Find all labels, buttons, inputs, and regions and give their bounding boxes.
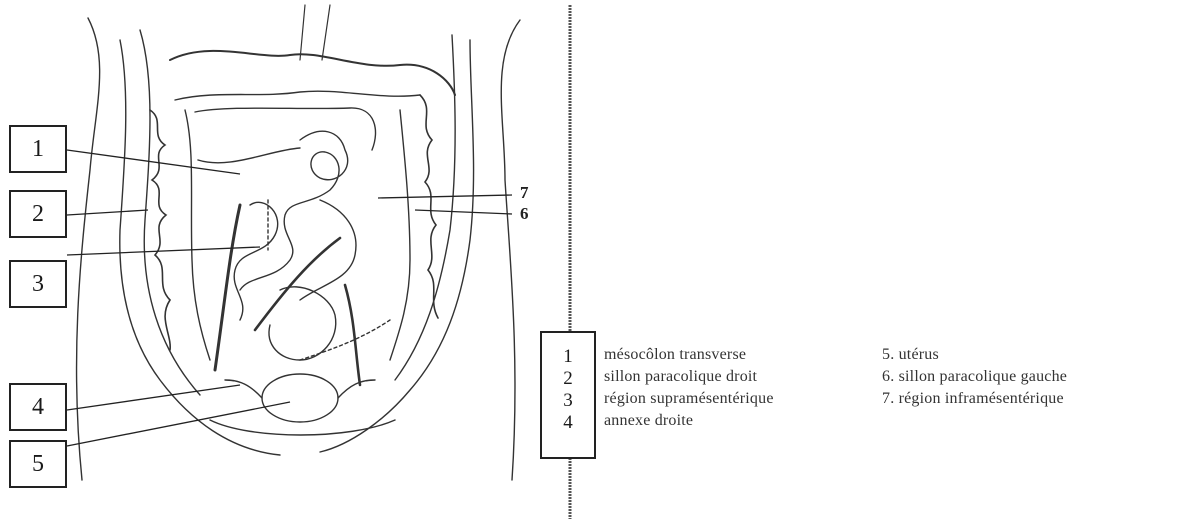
label-box-2: 2 — [9, 190, 67, 238]
legend-item: annexe droite — [604, 411, 693, 431]
legend-number: 4 — [542, 413, 594, 433]
label-box-text: 3 — [32, 271, 44, 298]
legend-number-box: 1 2 3 4 — [540, 331, 596, 459]
legend-number: 1 — [542, 347, 594, 367]
side-label-7: 7 — [520, 183, 529, 203]
legend-number: 3 — [542, 391, 594, 411]
label-box-5: 5 — [9, 440, 67, 488]
label-box-text: 4 — [32, 394, 44, 421]
body-outline — [77, 18, 100, 480]
label-box-text: 5 — [32, 451, 44, 478]
legend-item: 5. utérus — [882, 345, 939, 365]
label-box-text: 2 — [32, 201, 44, 228]
label-box-3: 3 — [9, 260, 67, 308]
label-box-4: 4 — [9, 383, 67, 431]
side-label-6: 6 — [520, 204, 529, 224]
label-box-text: 1 — [32, 136, 44, 163]
legend-item: 7. région inframésentérique — [882, 389, 1064, 409]
label-box-1: 1 — [9, 125, 67, 173]
legend-item: région supramésentérique — [604, 389, 774, 409]
legend-item: 6. sillon paracolique gauche — [882, 367, 1067, 387]
legend-item: mésocôlon transverse — [604, 345, 746, 365]
legend-number: 2 — [542, 369, 594, 389]
legend-item: sillon paracolique droit — [604, 367, 757, 387]
